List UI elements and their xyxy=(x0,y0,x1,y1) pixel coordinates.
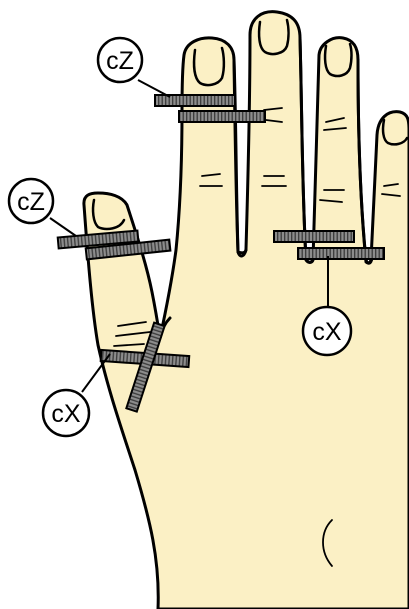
callout-thumb-bottom: cX xyxy=(43,390,89,436)
ring-band-upper xyxy=(274,231,354,242)
callout-thumb-top: cZ xyxy=(9,179,53,223)
index-band-lower xyxy=(179,111,265,122)
index-band-upper xyxy=(155,95,235,106)
callout-label: cX xyxy=(51,400,81,428)
ring-band-lower xyxy=(298,248,384,259)
callout-ring-right: cX xyxy=(303,307,351,355)
callout-index-top: cZ xyxy=(98,38,142,82)
leader-thumb-top xyxy=(50,218,76,236)
callout-label: cZ xyxy=(106,47,134,75)
index-middle-gap xyxy=(234,60,246,256)
callout-label: cX xyxy=(312,318,342,346)
callout-label: cZ xyxy=(17,188,45,216)
palm-and-fingers xyxy=(84,12,409,609)
hand xyxy=(84,12,409,609)
